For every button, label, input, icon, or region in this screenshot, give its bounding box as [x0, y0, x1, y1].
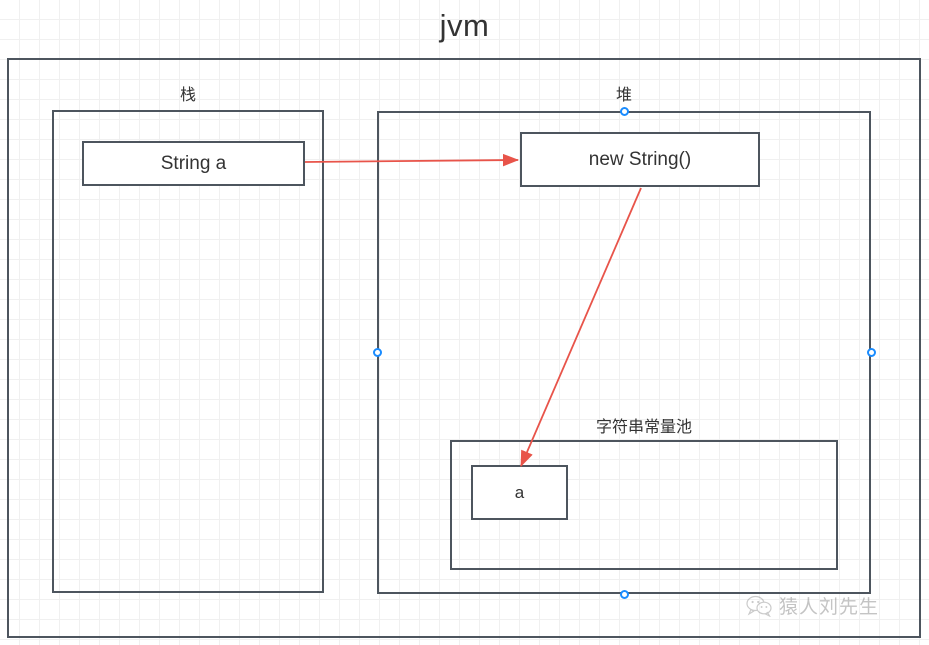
node-pool-a-label: a	[514, 482, 525, 502]
heap-handle-top[interactable]	[619, 106, 629, 116]
node-pool-a[interactable]: a	[471, 465, 568, 520]
string-constant-pool-label: 字符串常量池	[595, 419, 692, 436]
watermark: 猿人刘先生	[746, 592, 879, 619]
wechat-icon	[746, 595, 772, 617]
heap-handle-left[interactable]	[372, 347, 382, 357]
stack-region-box[interactable]	[52, 110, 324, 593]
node-new-string-label: new String()	[588, 148, 692, 170]
watermark-text: 猿人刘先生	[779, 597, 880, 618]
heap-handle-bottom[interactable]	[619, 589, 629, 599]
stack-region-label: 栈	[179, 87, 196, 104]
node-string-a-label: String a	[160, 152, 227, 174]
string-constant-pool-box[interactable]	[450, 440, 838, 570]
node-new-string[interactable]: new String()	[520, 132, 760, 187]
node-string-a[interactable]: String a	[82, 141, 305, 186]
page-title: jvm	[439, 8, 490, 43]
jvm-container-box[interactable]	[7, 58, 921, 638]
heap-handle-right[interactable]	[866, 347, 876, 357]
heap-region-label: 堆	[615, 87, 632, 104]
